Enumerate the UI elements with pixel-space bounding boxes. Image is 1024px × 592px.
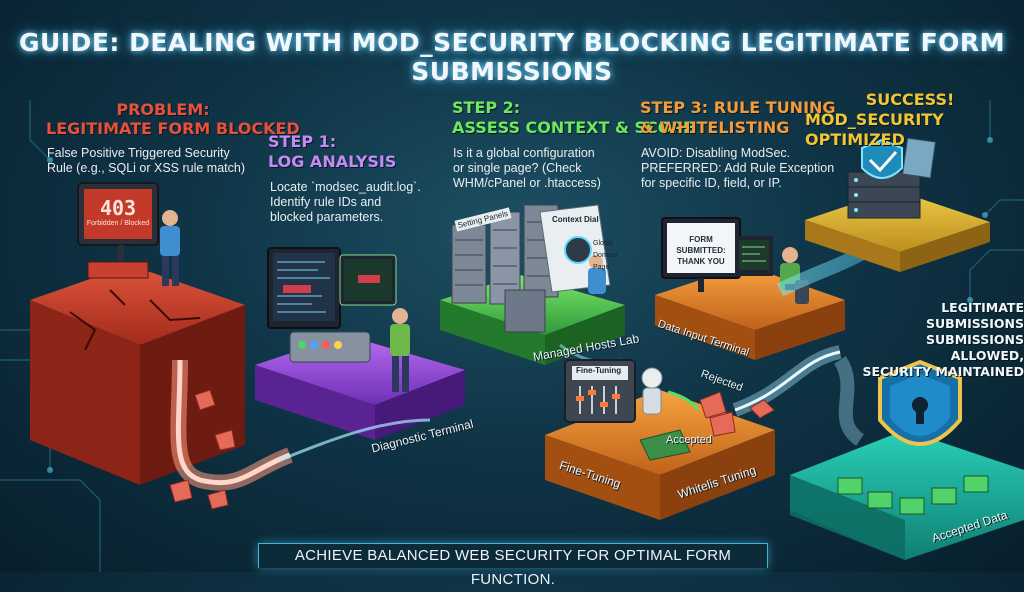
step2-description: Is it a global configuration or single p… xyxy=(453,146,601,191)
dial-option-domain: Domain xyxy=(593,252,618,259)
footer-banner: ACHIEVE BALANCED WEB SECURITY FOR OPTIMA… xyxy=(258,543,768,588)
problem-title-line1: PROBLEM: xyxy=(116,100,210,119)
step3-body-line2: PREFERRED: Add Rule Exception xyxy=(641,161,835,175)
step1-title: STEP 1: LOG ANALYSIS xyxy=(268,132,396,172)
error-code: 403 xyxy=(99,196,137,220)
step2-body-line2: or single page? (Check xyxy=(453,161,582,175)
step3-title-line1: STEP 3: RULE TUNING xyxy=(640,98,836,117)
accepted-label: Accepted xyxy=(666,434,712,446)
dial-option-global: Global xyxy=(593,240,614,247)
outcome-platform xyxy=(790,359,1024,560)
step1-body-line2: Identify rule IDs and xyxy=(270,195,382,209)
outcome-line2: SUBMISSIONS ALLOWED, xyxy=(926,332,1024,363)
form-submitted-line1: FORM SUBMITTED: xyxy=(676,235,726,255)
form-submitted-screen: FORM SUBMITTED: THANK YOU xyxy=(668,234,734,267)
step3-description: AVOID: Disabling ModSec. PREFERRED: Add … xyxy=(641,146,834,191)
step2-title: STEP 2: ASSESS CONTEXT & SCOPE xyxy=(452,98,694,138)
step3-body-line1: AVOID: Disabling ModSec. xyxy=(641,146,791,160)
error-screen: 403 Forbidden / Blocked xyxy=(86,196,150,227)
context-dial-options: Global Domain Page xyxy=(593,238,617,274)
step3-title: STEP 3: RULE TUNING & WHITELISTING xyxy=(640,98,836,138)
illustration-layer xyxy=(30,137,1024,560)
outcome-line1: LEGITIMATE SUBMISSIONS xyxy=(926,300,1024,331)
outcome-text: LEGITIMATE SUBMISSIONS SUBMISSIONS ALLOW… xyxy=(858,300,1024,380)
step2-title-line1: STEP 2: xyxy=(452,98,521,117)
problem-body-line1: False Positive Triggered Security xyxy=(47,146,230,160)
dial-option-page: Page xyxy=(593,264,610,271)
step1-body-line3: blocked parameters. xyxy=(270,210,384,224)
context-dial-title: Context Dial xyxy=(552,215,599,224)
step2-body-line3: WHM/cPanel or .htaccess) xyxy=(453,176,601,190)
step1-title-line2: LOG ANALYSIS xyxy=(268,152,397,171)
form-submitted-line2: THANK YOU xyxy=(677,257,725,266)
step2-title-line2: ASSESS CONTEXT & SCOPE xyxy=(452,118,694,137)
problem-subtitle: LEGITIMATE FORM BLOCKED xyxy=(46,119,300,138)
problem-description: False Positive Triggered Security Rule (… xyxy=(47,146,245,176)
outcome-line3: SECURITY MAINTAINED xyxy=(862,364,1024,379)
step3-lower-platform xyxy=(545,359,775,520)
page-title: GUIDE: DEALING WITH MOD_SECURITY BLOCKIN… xyxy=(18,28,1006,86)
error-text: Forbidden / Blocked xyxy=(86,220,150,227)
step3-body-line3: for specific ID, field, or IP. xyxy=(641,176,782,190)
success-subtitle: MOD_SECURITY OPTIMIZED xyxy=(805,110,944,149)
step1-description: Locate `modsec_audit.log`. Identify rule… xyxy=(270,180,421,225)
problem-platform xyxy=(30,182,245,485)
step2-body-line1: Is it a global configuration xyxy=(453,146,595,160)
problem-title: PROBLEM: xyxy=(88,100,238,120)
success-title: SUCCESS! xyxy=(865,90,955,109)
step1-title-line1: STEP 1: xyxy=(268,132,337,151)
tuning-console-label: Fine-Tuning xyxy=(576,366,622,375)
problem-body-line2: Rule (e.g., SQLi or XSS rule match) xyxy=(47,161,245,175)
step1-platform xyxy=(255,247,465,440)
success-platform xyxy=(805,137,990,272)
step3-upper-platform xyxy=(655,217,845,360)
step1-body-line1: Locate `modsec_audit.log`. xyxy=(270,180,421,194)
step3-title-line2: & WHITELISTING xyxy=(640,118,790,137)
